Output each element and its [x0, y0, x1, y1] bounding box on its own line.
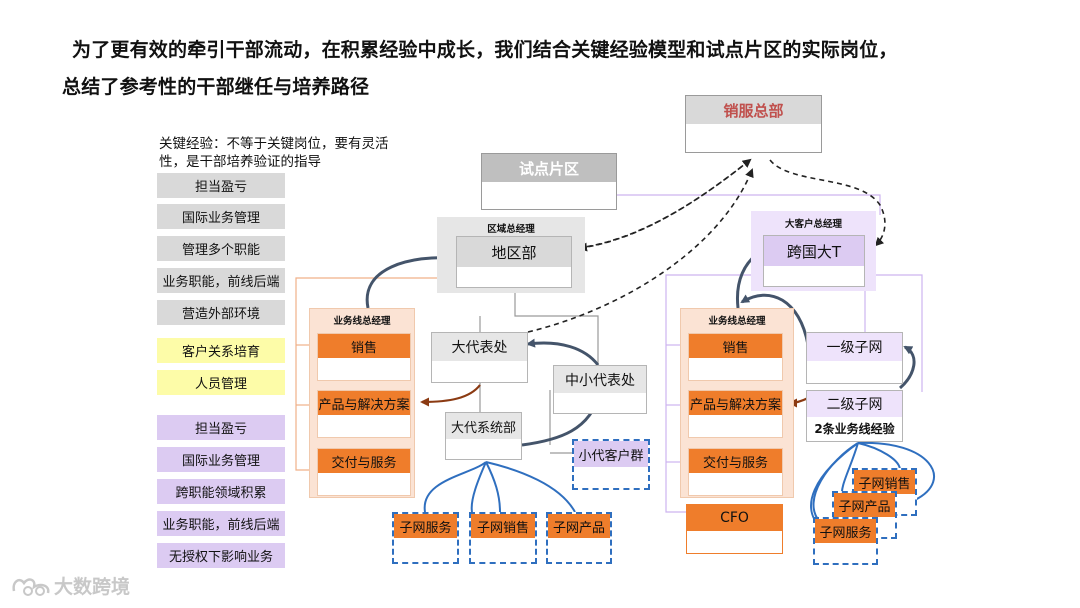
- right-subnet-service-box: 子网服务: [813, 517, 878, 565]
- tag-yellow-2: 人员管理: [157, 370, 285, 395]
- rep-office-label: 大代表处: [432, 333, 527, 361]
- level1-subnet-box: 一级子网: [806, 332, 903, 384]
- tag-gray-3: 管理多个职能: [157, 236, 285, 261]
- right-subnet-service-label: 子网服务: [815, 519, 876, 543]
- slide-title-line2: 总结了参考性的干部继任与培养路径: [62, 76, 370, 98]
- tag-purple-4: 业务职能，前线后端: [157, 511, 285, 536]
- sales-hq-label: 销服总部: [686, 96, 821, 124]
- level1-subnet-label: 一级子网: [807, 333, 902, 361]
- left-subnet-product-box: 子网产品: [546, 512, 612, 564]
- right-bu-sales-label: 销售: [689, 334, 782, 358]
- cfo-box: CFO: [686, 504, 783, 554]
- key-note-line1: 关键经验：不等于关键岗位，要有灵活: [159, 136, 389, 152]
- left-bu-sales-label: 销售: [318, 334, 410, 358]
- tag-yellow-1: 客户关系培育: [157, 338, 285, 363]
- pilot-area-label: 试点片区: [482, 154, 616, 182]
- region-manager-caption: 区域总经理: [487, 224, 535, 235]
- right-bu-delivery-label: 交付与服务: [689, 449, 782, 473]
- left-subnet-service-box: 子网服务: [392, 512, 459, 564]
- tag-purple-1: 担当盈亏: [157, 415, 285, 440]
- pilot-area-box: 试点片区: [481, 153, 617, 210]
- left-gray-lines: [479, 290, 599, 454]
- tag-gray-4: 业务职能，前线后端: [157, 268, 285, 293]
- tag-purple-3: 跨职能领域积累: [157, 479, 285, 504]
- left-bu-product-label: 产品与解决方案: [318, 391, 410, 415]
- left-subnet-product-label: 子网产品: [548, 514, 610, 538]
- region-dept-box: 地区部: [456, 236, 572, 288]
- tag-gray-5: 营造外部环境: [157, 300, 285, 325]
- tag-purple-2: 国际业务管理: [157, 447, 285, 472]
- small-customer-group-label: 小代客户群: [574, 441, 648, 467]
- left-subnet-sales-box: 子网销售: [469, 512, 537, 564]
- watermark-text: 大数跨境: [54, 576, 131, 598]
- level2-subnet-box: 二级子网 2条业务线经验: [806, 390, 903, 442]
- multinational-box: 跨国大T: [763, 235, 865, 287]
- left-subnet-service-label: 子网服务: [394, 514, 457, 538]
- multinational-label: 跨国大T: [764, 236, 864, 266]
- key-account-caption: 大客户总经理: [784, 219, 842, 230]
- right-subnet-sales-label: 子网销售: [854, 470, 915, 494]
- small-rep-office-label: 中小代表处: [554, 366, 646, 393]
- cfo-label: CFO: [687, 505, 782, 531]
- key-experience-note: 关键经验：不等于关键岗位，要有灵活 性，是干部培养验证的指导: [159, 135, 389, 171]
- sales-hq-box: 销服总部: [685, 95, 822, 153]
- left-bu-manager-caption: 业务线总经理: [333, 316, 391, 327]
- right-bu-sales-box: 销售: [688, 333, 783, 381]
- two-bu-experience-label: 2条业务线经验: [814, 421, 895, 436]
- left-bu-sales-box: 销售: [317, 333, 411, 381]
- small-customer-group-box: 小代客户群: [572, 439, 650, 490]
- tag-gray-2: 国际业务管理: [157, 204, 285, 229]
- right-bu-delivery-box: 交付与服务: [688, 448, 783, 496]
- big-system-dept-box: 大代系统部: [445, 412, 522, 460]
- right-subnet-product-label: 子网产品: [834, 493, 895, 517]
- right-bu-product-box: 产品与解决方案: [688, 390, 783, 438]
- right-subnet-product-box: 子网产品: [832, 491, 897, 539]
- right-bu-product-label: 产品与解决方案: [689, 391, 782, 415]
- small-rep-office-box: 中小代表处: [553, 365, 647, 414]
- left-bu-product-box: 产品与解决方案: [317, 390, 411, 438]
- slide-title-line1: 为了更有效的牵引干部流动，在积累经验中成长，我们结合关键经验模型和试点片区的实际…: [72, 39, 898, 61]
- watermark: 大数跨境: [10, 572, 130, 599]
- left-subnet-sales-label: 子网销售: [471, 514, 535, 538]
- rep-office-box: 大代表处: [431, 332, 528, 383]
- level2-subnet-label: 二级子网: [807, 391, 902, 417]
- right-bu-manager-caption: 业务线总经理: [708, 316, 766, 327]
- key-note-line2: 性，是干部培养验证的指导: [159, 154, 321, 170]
- watermark-logo-icon: [12, 577, 50, 596]
- big-system-dept-label: 大代系统部: [446, 413, 521, 439]
- tag-purple-5: 无授权下影响业务: [157, 543, 285, 568]
- left-subunit-branches: [423, 461, 576, 513]
- tag-gray-1: 担当盈亏: [157, 173, 285, 198]
- left-bu-delivery-label: 交付与服务: [318, 449, 410, 473]
- dashed-arrows: [527, 158, 886, 333]
- region-dept-label: 地区部: [457, 237, 571, 267]
- left-bu-delivery-box: 交付与服务: [317, 448, 411, 496]
